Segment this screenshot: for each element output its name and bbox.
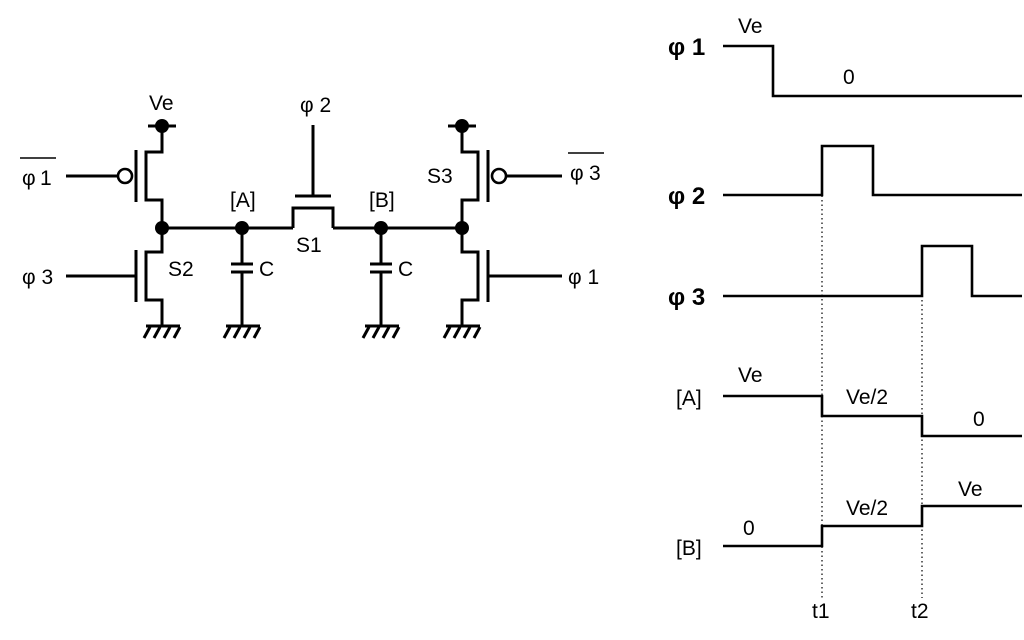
right-pmos-gate-label: φ 3 (568, 152, 604, 185)
timing-label-phi2: φ 2 (668, 183, 705, 210)
cap-b-label: C (398, 258, 413, 281)
node-a-label: [A] (230, 189, 256, 212)
b-mid-value: Ve/2 (846, 497, 888, 520)
s1-gate-label: φ 2 (300, 94, 331, 117)
marker-label-t2: t2 (911, 600, 929, 623)
waveform-a (723, 394, 1022, 438)
timing-label-phi1: φ 1 (668, 34, 705, 61)
timing-label-phi3: φ 3 (668, 284, 705, 311)
a-initial-value: Ve (738, 364, 763, 387)
switch-s1-transistor (291, 125, 335, 228)
switch-s2-label: S2 (168, 258, 194, 281)
capacitor-a (222, 228, 262, 339)
right-nmos-transistor (460, 228, 562, 326)
capacitor-b (361, 228, 401, 339)
phi1-low-value: 0 (843, 66, 855, 89)
switch-s3-label: S3 (427, 165, 453, 188)
left-pmos-transistor (66, 126, 164, 228)
left-nmos-gate-label: φ 3 (22, 266, 53, 289)
left-nmos-transistor (66, 228, 164, 326)
switch-s1-label: S1 (296, 234, 322, 257)
waveform-phi2 (723, 144, 1022, 197)
right-pmos-transistor (460, 126, 562, 228)
left-supply-label: Ve (149, 92, 174, 115)
ground-right-nmos (442, 324, 482, 339)
b-initial-value: 0 (743, 517, 755, 540)
a-mid-value: Ve/2 (846, 386, 888, 409)
waveform-phi3 (723, 244, 1022, 298)
left-pmos-gate-label: φ 1 (20, 157, 56, 190)
a-final-value: 0 (973, 408, 985, 431)
node-b-label: [B] (369, 189, 395, 212)
svg-text:φ: φ (570, 162, 584, 185)
phi1-high-value: Ve (738, 15, 763, 38)
waveform-b (723, 504, 1022, 548)
svg-text:3: 3 (589, 162, 601, 185)
ground-left-nmos (142, 324, 182, 339)
timing-label-a: [A] (676, 387, 702, 410)
marker-label-t1: t1 (812, 600, 830, 623)
right-nmos-gate-label: φ 1 (568, 266, 599, 289)
timing-diagram: φ 1 φ 2 φ 3 [A] [B] Ve 0 Ve Ve/2 0 0 Ve/… (668, 15, 1022, 623)
b-final-value: Ve (958, 478, 983, 501)
svg-text:φ: φ (22, 167, 36, 190)
timing-label-b: [B] (676, 537, 702, 560)
waveform-phi1 (723, 44, 1022, 98)
cap-a-label: C (259, 258, 274, 281)
circuit-schematic: Ve φ 1 φ 3 S2 (20, 92, 604, 339)
svg-text:1: 1 (40, 167, 52, 190)
